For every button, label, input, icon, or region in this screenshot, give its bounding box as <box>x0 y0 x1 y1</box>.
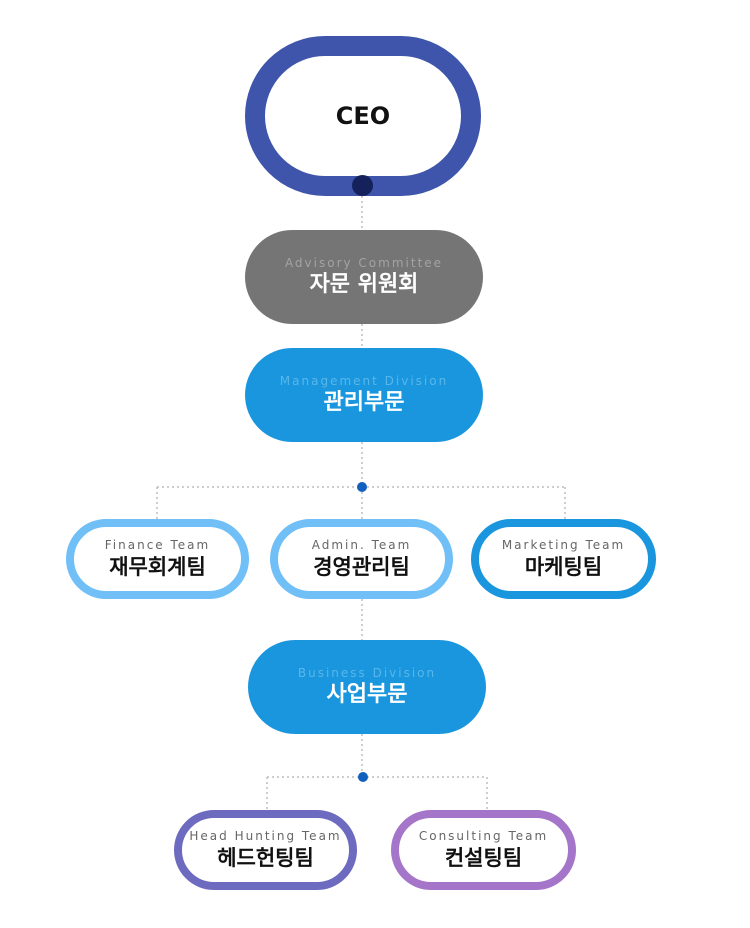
advisory-label-ko: 자문 위원회 <box>309 272 419 297</box>
ceo-anchor-dot <box>352 175 373 196</box>
management-division-node: Management Division 관리부문 <box>245 348 483 442</box>
finance-team-label-ko: 재무회계팀 <box>109 555 206 579</box>
junction-dot <box>358 772 368 782</box>
consulting-team-label-en: Consulting Team <box>418 829 549 843</box>
ceo-label: CEO <box>335 102 391 130</box>
admin-team-node: Admin. Team 경영관리팀 <box>270 519 453 599</box>
business-division-node: Business Division 사업부문 <box>248 640 486 734</box>
finance-team-label-en: Finance Team <box>104 538 211 552</box>
marketing-team-label-ko: 마케팅팀 <box>524 555 603 579</box>
management-label-ko: 관리부문 <box>323 390 405 415</box>
admin-team-label-en: Admin. Team <box>311 538 412 552</box>
advisory-label-en: Advisory Committee <box>284 256 444 270</box>
marketing-team-node: Marketing Team 마케팅팀 <box>471 519 656 599</box>
consulting-team-node: Consulting Team 컨설팅팀 <box>391 810 576 890</box>
consulting-team-label-ko: 컨설팅팀 <box>444 846 523 870</box>
marketing-team-label-en: Marketing Team <box>501 538 626 552</box>
admin-team-label-ko: 경영관리팀 <box>313 555 410 579</box>
headhunting-team-label-en: Head Hunting Team <box>189 829 342 843</box>
junction-dot <box>357 482 367 492</box>
business-label-en: Business Division <box>297 666 437 680</box>
finance-team-node: Finance Team 재무회계팀 <box>66 519 249 599</box>
ceo-node: CEO <box>245 36 481 196</box>
business-label-ko: 사업부문 <box>326 682 408 707</box>
headhunting-team-label-ko: 헤드헌팅팀 <box>217 846 314 870</box>
advisory-committee-node: Advisory Committee 자문 위원회 <box>245 230 483 324</box>
management-label-en: Management Division <box>279 374 449 388</box>
headhunting-team-node: Head Hunting Team 헤드헌팅팀 <box>174 810 357 890</box>
